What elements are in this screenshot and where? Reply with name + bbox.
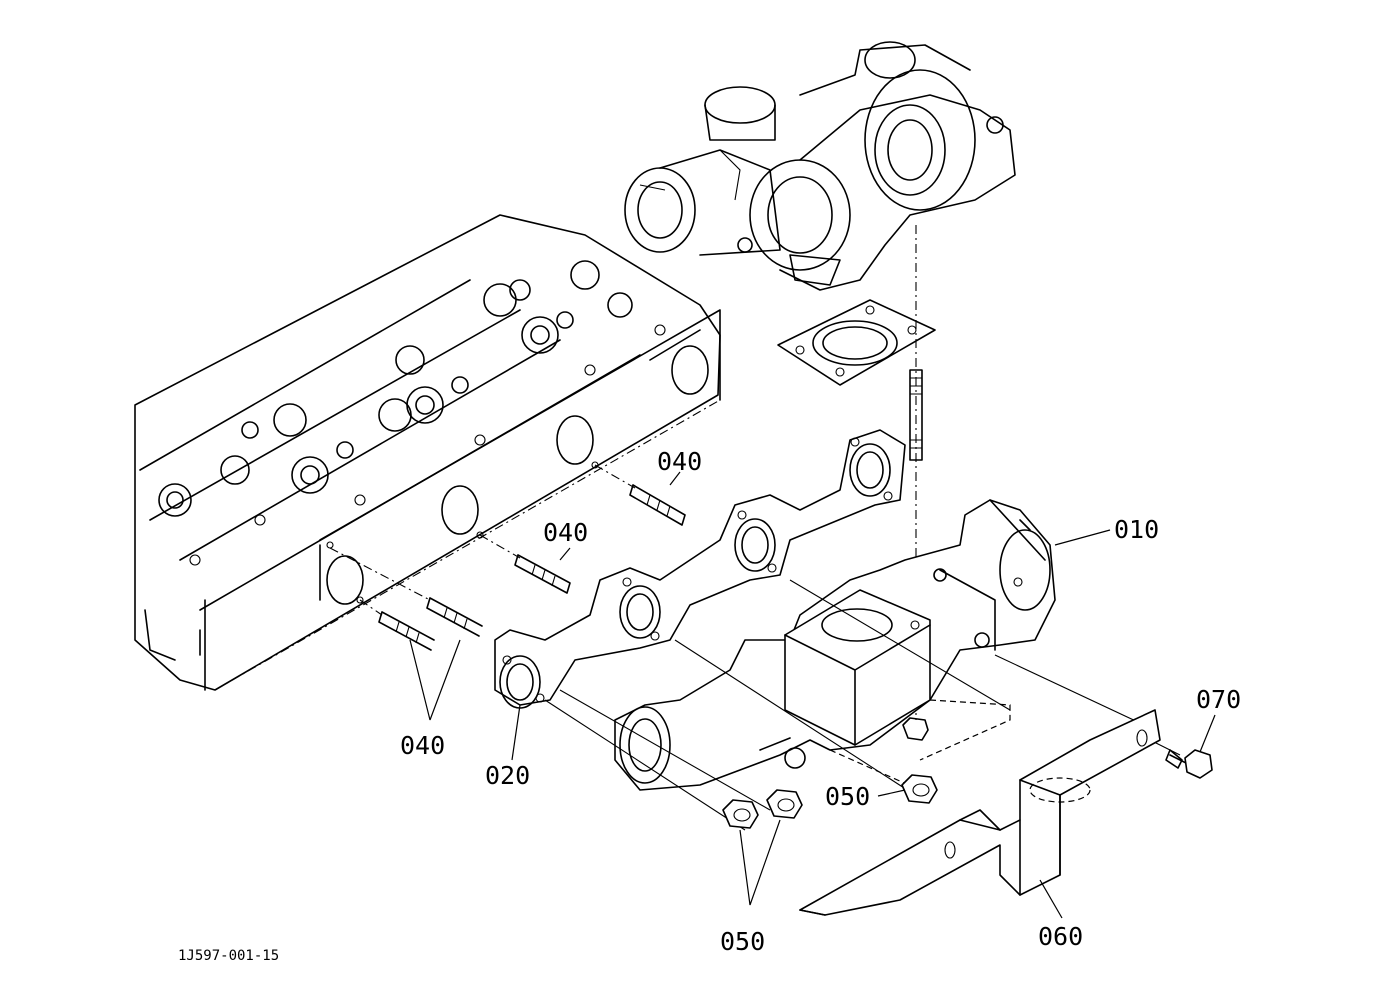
- manifold-gasket: [494, 429, 906, 709]
- callout-labels: 040 040 040 020 010 070 050 050 060 1J59…: [178, 447, 1241, 964]
- drawing-reference-code: 1J597-001-15: [178, 948, 279, 964]
- callout-060: 060: [1038, 922, 1083, 951]
- bracket: [799, 709, 1161, 916]
- callout-020: 020: [485, 761, 530, 790]
- exhaust-manifold: [614, 499, 1056, 791]
- callout-050: 050: [825, 782, 870, 811]
- callout-050: 050: [720, 927, 765, 956]
- callout-070: 070: [1196, 685, 1241, 714]
- leader-lines: [409, 471, 1216, 919]
- turbocharger: [624, 41, 1016, 291]
- callout-040: 040: [400, 731, 445, 760]
- studs: [329, 464, 686, 651]
- turbo-flange-gasket: [777, 299, 936, 386]
- callout-010: 010: [1114, 515, 1159, 544]
- callout-040: 040: [543, 518, 588, 547]
- bolt: [1165, 749, 1213, 779]
- cylinder-head: [134, 214, 721, 691]
- nuts: [722, 774, 938, 829]
- callout-040: 040: [657, 447, 702, 476]
